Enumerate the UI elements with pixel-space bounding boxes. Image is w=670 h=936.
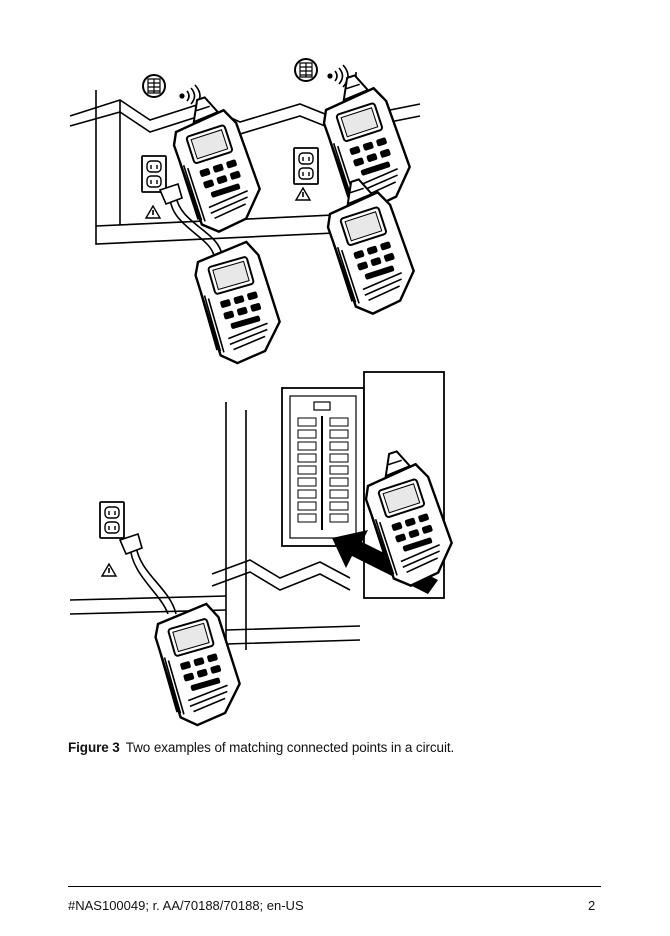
page-number: 2 (588, 898, 595, 913)
figure-caption-text: Two examples of matching connected point… (126, 740, 454, 755)
bottom-scene (70, 372, 460, 729)
wire-tracer-transmitter-icon (151, 601, 248, 729)
figure-caption: Figure 3 Two examples of matching connect… (68, 740, 454, 755)
figure-3-illustration (0, 0, 670, 736)
figure-label: Figure 3 (68, 740, 120, 755)
warning-triangle-icon (102, 564, 116, 576)
wall-outlet-icon (100, 502, 124, 538)
wire-tracer-transmitter-icon (191, 239, 288, 367)
warning-triangle-icon (296, 188, 310, 200)
breaker-panel-icon (143, 75, 165, 97)
wall-outlet-icon (142, 156, 166, 192)
top-scene (70, 59, 422, 367)
wire-tracer-receiver-icon (317, 172, 422, 319)
wire-tracer-receiver-icon (163, 90, 268, 237)
wireless-signal-icon (327, 65, 348, 87)
wall-outlet-icon (294, 148, 318, 184)
warning-triangle-icon (146, 206, 160, 218)
footer-rule (68, 886, 601, 887)
breaker-panel-icon (295, 59, 317, 81)
footer-doc-reference: #NAS100049; r. AA/70188/70188; en-US (68, 898, 304, 913)
